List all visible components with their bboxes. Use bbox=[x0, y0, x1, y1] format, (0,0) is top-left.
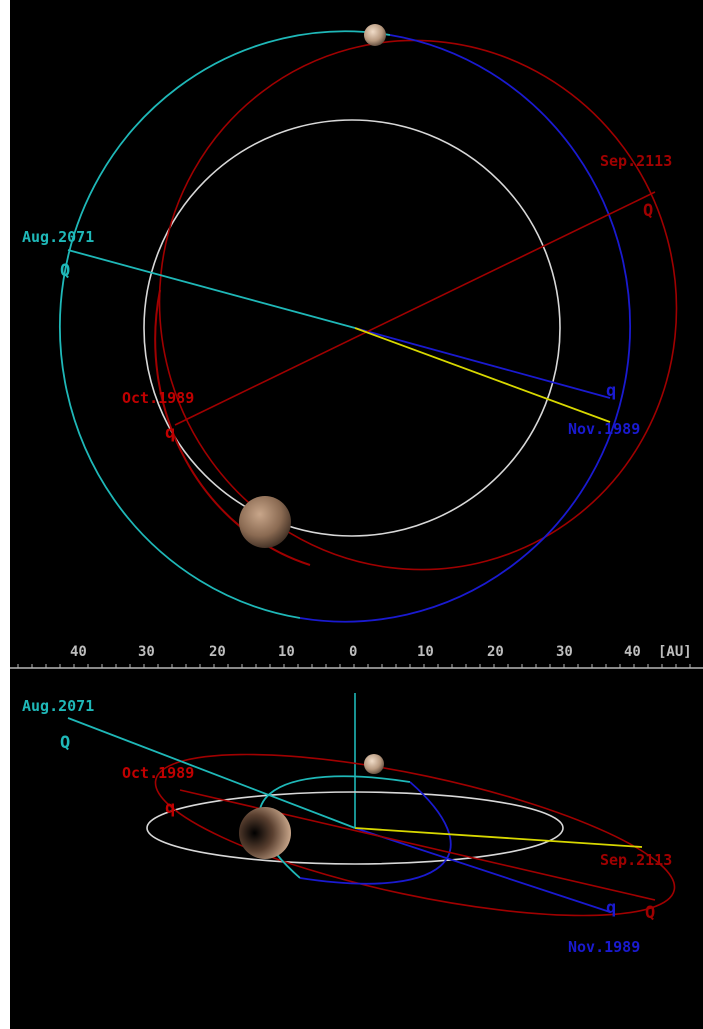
tick-label: 0 bbox=[349, 644, 357, 660]
side-view: Aug.2071 Q Oct.1989 q Sep.2113 Q q Nov.1… bbox=[22, 693, 676, 956]
planet-orbit-side bbox=[146, 791, 564, 865]
aphelion-red-top: Q bbox=[643, 201, 653, 221]
label-nov1989-top: Nov.1989 bbox=[568, 420, 640, 438]
blue-orbit-top bbox=[299, 34, 632, 623]
orbit-diagram: Aug.2071 Q Sep.2113 Q Oct.1989 q q Nov.1… bbox=[10, 0, 703, 1029]
aphelion-cyan-top: Q bbox=[60, 261, 70, 281]
orbit-diagram-svg: Aug.2071 Q Sep.2113 Q Oct.1989 q q Nov.1… bbox=[10, 24, 703, 956]
label-oct1989-side: Oct.1989 bbox=[122, 764, 194, 782]
perihelion-blue-top: q bbox=[606, 381, 616, 401]
planet-orbit-top bbox=[143, 119, 561, 537]
axis-minor-ticks bbox=[17, 664, 691, 668]
tick-label: 40 bbox=[624, 644, 641, 660]
planet-icon bbox=[239, 807, 291, 859]
cyan-apse-line-side bbox=[67, 717, 356, 829]
axis-unit: [AU] bbox=[658, 644, 692, 660]
top-view: Aug.2071 Q Sep.2113 Q Oct.1989 q q Nov.1… bbox=[22, 24, 678, 623]
perihelion-red-top: q bbox=[165, 423, 175, 443]
red-orbit-top bbox=[158, 39, 678, 571]
aphelion-cyan-side: Q bbox=[60, 733, 70, 753]
planet-icon bbox=[239, 496, 291, 548]
cyan-orbit-top bbox=[58, 30, 391, 619]
blue-apse-line bbox=[354, 327, 611, 399]
tick-label: 20 bbox=[487, 644, 504, 660]
label-oct1989-top: Oct.1989 bbox=[122, 389, 194, 407]
perihelion-blue-side: q bbox=[606, 898, 616, 918]
label-aug2071-side: Aug.2071 bbox=[22, 697, 94, 715]
tick-label: 30 bbox=[138, 644, 155, 660]
tick-label: 10 bbox=[417, 644, 434, 660]
perihelion-red-side: q bbox=[165, 798, 175, 818]
tick-label: 30 bbox=[556, 644, 573, 660]
tick-label: 10 bbox=[278, 644, 295, 660]
label-sep2113-side: Sep.2113 bbox=[600, 851, 672, 869]
tick-label: 40 bbox=[70, 644, 87, 660]
blue-orbit-side bbox=[299, 781, 452, 885]
label-aug2071-top: Aug.2071 bbox=[22, 228, 94, 246]
cyan-apse-line bbox=[67, 249, 356, 329]
label-sep2113-top: Sep.2113 bbox=[600, 152, 672, 170]
red-orbit-side bbox=[154, 753, 676, 917]
dwarf-planet-icon bbox=[364, 754, 384, 774]
aphelion-red-side: Q bbox=[645, 903, 655, 923]
dwarf-planet-icon bbox=[364, 24, 386, 46]
sun-direction-line bbox=[354, 327, 611, 423]
sun-direction-line-side bbox=[354, 827, 643, 848]
label-nov1989-side: Nov.1989 bbox=[568, 938, 640, 956]
red-apse-line bbox=[174, 191, 656, 426]
blue-apse-line-side bbox=[354, 827, 611, 913]
scale-axis: 40 30 20 10 0 10 20 30 40 [AU] bbox=[10, 644, 703, 669]
tick-label: 20 bbox=[209, 644, 226, 660]
